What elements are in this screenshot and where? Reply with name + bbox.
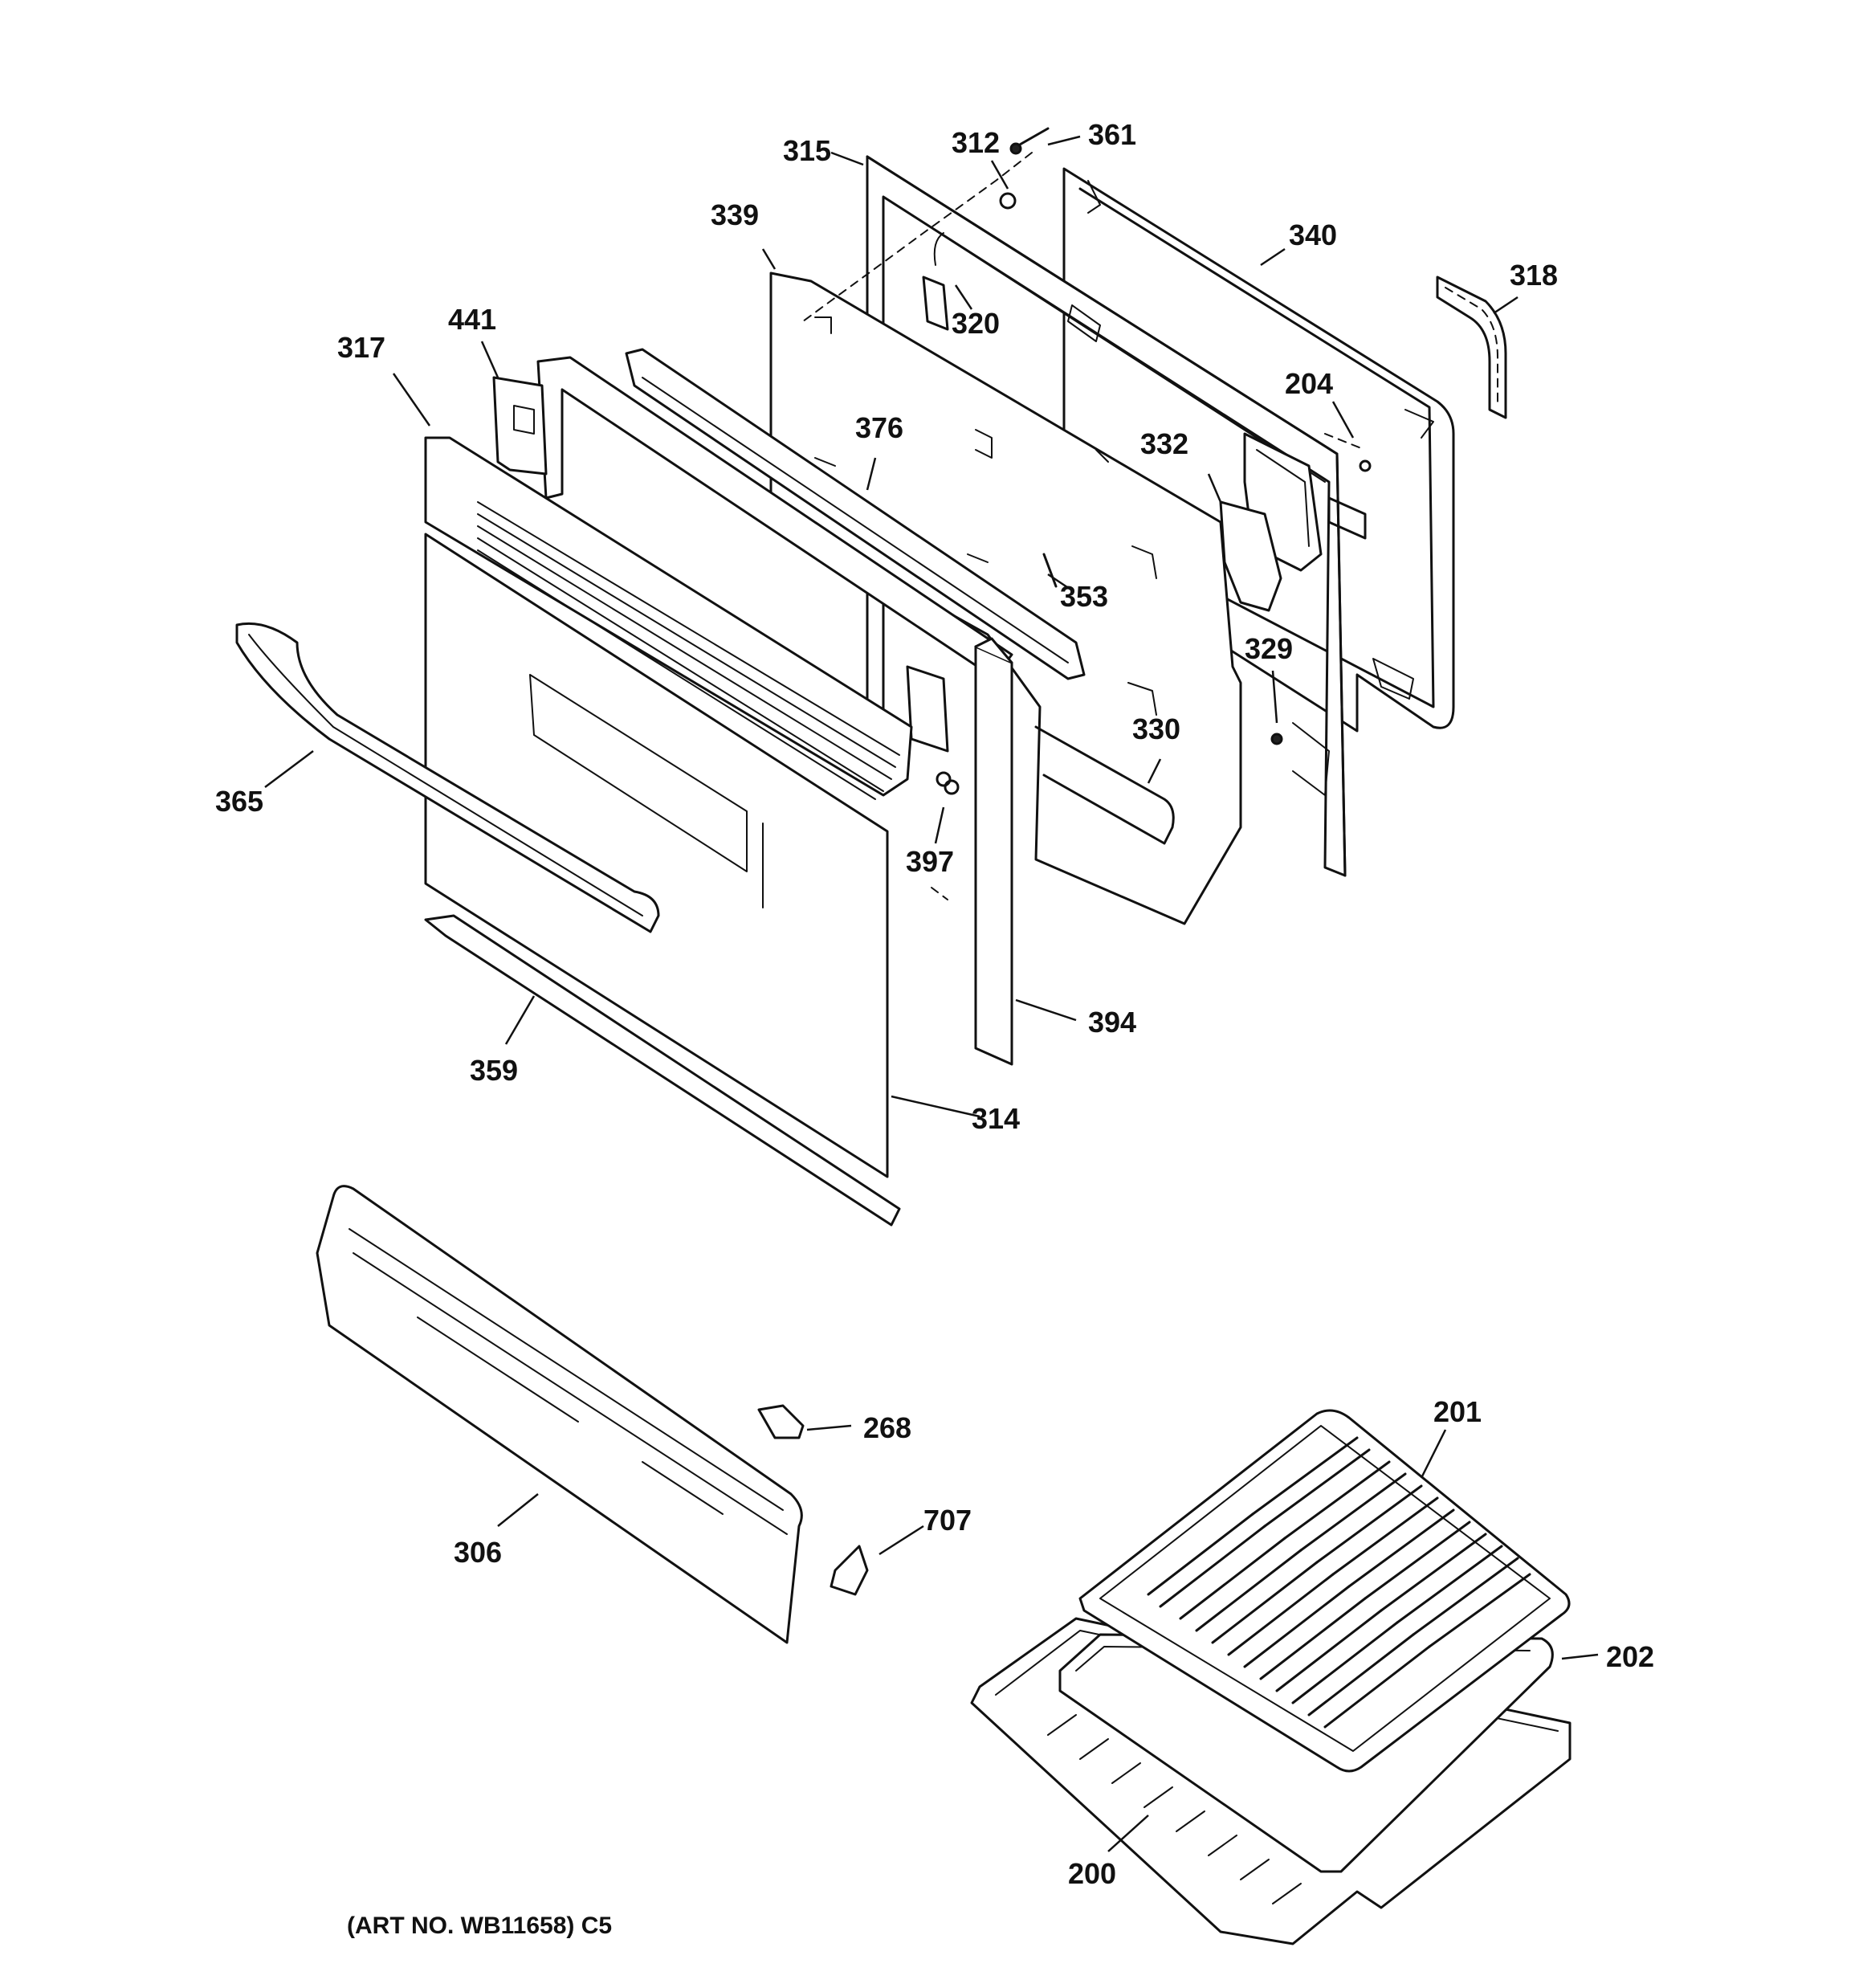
callout-361: 361 — [1088, 118, 1136, 151]
callout-353: 353 — [1060, 580, 1108, 613]
leader-lines — [264, 135, 1599, 1852]
callout-397: 397 — [906, 845, 954, 878]
callout-317: 317 — [337, 331, 385, 364]
part-fasteners — [936, 127, 1372, 796]
callout-359: 359 — [470, 1054, 518, 1087]
callout-306: 306 — [454, 1536, 502, 1569]
part-394-side-trim — [974, 637, 1013, 1066]
part-376-channel — [625, 348, 1086, 680]
callout-312: 312 — [952, 126, 1000, 159]
callout-200: 200 — [1068, 1857, 1116, 1890]
callout-365: 365 — [215, 785, 263, 818]
part-assembly-lines — [802, 152, 1366, 900]
callout-376: 376 — [855, 411, 903, 444]
callout-201: 201 — [1433, 1395, 1482, 1428]
callout-204: 204 — [1285, 367, 1333, 400]
callout-320: 320 — [952, 307, 1000, 340]
callout-339: 339 — [711, 198, 759, 231]
part-365-handle — [235, 622, 660, 933]
part-359-bottom-trim — [424, 914, 901, 1227]
part-268-clip — [757, 1404, 805, 1439]
part-330-slot — [1034, 725, 1175, 845]
part-317-vent-panel — [424, 436, 913, 800]
callout-labels: 315 312 361 339 340 318 441 320 317 204 … — [215, 118, 1654, 1890]
part-201-broiler-grid — [1078, 1409, 1571, 1773]
part-306-drawer-panel — [316, 1185, 803, 1644]
callout-340: 340 — [1289, 218, 1337, 251]
part-332-bracket — [1219, 432, 1323, 612]
callout-330: 330 — [1132, 712, 1180, 745]
callout-202: 202 — [1606, 1640, 1654, 1673]
part-side-bracket — [906, 665, 949, 753]
callout-707: 707 — [923, 1504, 972, 1537]
callout-318: 318 — [1510, 259, 1558, 292]
callout-268: 268 — [863, 1411, 911, 1444]
part-707-hinge — [830, 1545, 869, 1596]
callout-315: 315 — [783, 134, 831, 167]
callout-329: 329 — [1245, 632, 1293, 665]
callout-314: 314 — [972, 1102, 1020, 1135]
callout-332: 332 — [1140, 427, 1188, 460]
part-318-gasket — [1436, 276, 1507, 419]
callout-441: 441 — [448, 303, 496, 336]
callout-394: 394 — [1088, 1006, 1136, 1039]
art-number: (ART NO. WB11658) C5 — [347, 1912, 612, 1939]
